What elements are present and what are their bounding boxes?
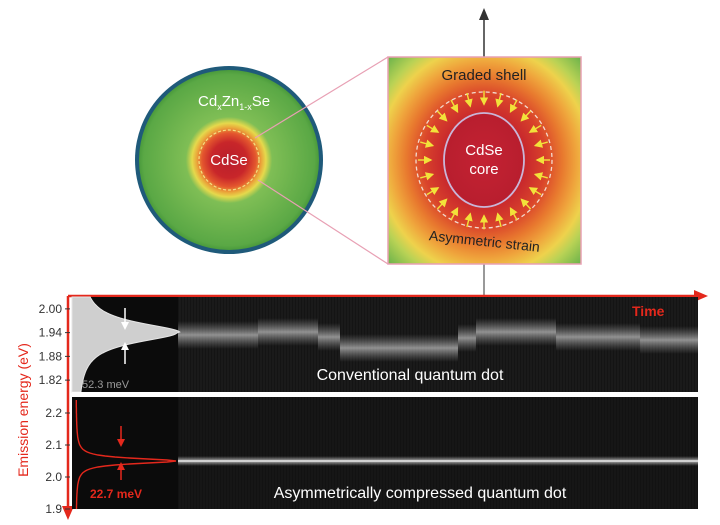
- trace-segment: [258, 318, 318, 346]
- strain-arrow: [450, 99, 459, 114]
- conventional-caption: Conventional quantum dot: [317, 367, 504, 384]
- strain-arrow: [436, 198, 448, 210]
- compressed-image: [178, 397, 698, 509]
- shell-label: CdxZn1-xSe: [198, 93, 270, 112]
- compressed-spectrum-curve: [75, 400, 177, 510]
- conventional-spectral-trace: [178, 297, 698, 392]
- strain-arrow: [436, 110, 448, 122]
- zoom-core-label-line2: core: [469, 161, 498, 178]
- time-label: Time: [632, 303, 665, 319]
- strain-arrows: [418, 90, 550, 230]
- strain-arrow: [495, 212, 504, 228]
- strain-arrow: [450, 206, 459, 221]
- conventional-fwhm-arrows: [121, 308, 129, 364]
- conventional-ticks: 2.00 1.94 1.88 1.82: [39, 302, 70, 387]
- dot-cross-section: CdxZn1-xSe CdSe: [135, 66, 323, 254]
- strain-arrow: [528, 187, 542, 196]
- tick-label: 2.00: [39, 302, 63, 316]
- trace-segment: [458, 324, 476, 352]
- spectral-panel: Emission energy (eV) 2.00 1.94 1.88 1.82 2.…: [15, 290, 708, 520]
- y-axis-label: Emission energy (eV): [15, 343, 31, 477]
- strain-arrow: [420, 172, 435, 181]
- tick-label: 1.88: [39, 349, 63, 363]
- strain-arrow: [509, 99, 518, 114]
- strain-arrow: [528, 124, 542, 133]
- upward-arrow: [479, 8, 489, 58]
- trace-segment: [476, 318, 556, 346]
- dot-core-boundary: [198, 129, 260, 191]
- strain-arrow: [426, 187, 440, 196]
- trace-segment: [640, 326, 698, 354]
- trace-segment: [178, 321, 258, 349]
- tick-label: 1.94: [39, 326, 63, 340]
- trace-segment: [556, 323, 640, 351]
- dot-body: [139, 70, 319, 250]
- trace-segment: [340, 334, 458, 362]
- strain-arrow: [509, 206, 518, 221]
- panel-divider: [72, 392, 698, 397]
- tick-label: 1.82: [39, 373, 63, 387]
- graded-shell-label: Graded shell: [441, 67, 526, 84]
- zoom-core: [443, 112, 525, 208]
- tick-label: 2.1: [45, 438, 62, 452]
- tick-label: 2.0: [45, 470, 62, 484]
- strain-arrow: [464, 92, 473, 108]
- tick-label: 1.9: [45, 502, 62, 516]
- tick-label: 2.2: [45, 406, 62, 420]
- strain-arrow: [520, 110, 532, 122]
- strain-arrow: [533, 172, 548, 181]
- compressed-linewidth: 22.7 meV: [90, 487, 142, 501]
- strain-arrow: [420, 139, 435, 148]
- strain-arrow: [426, 124, 440, 133]
- conventional-linewidth: 52.3 meV: [82, 379, 130, 391]
- compressed-fwhm-arrows: [117, 426, 125, 480]
- strain-arrow: [495, 92, 504, 108]
- trace-segment: [318, 323, 340, 351]
- strain-arrow: [520, 198, 532, 210]
- zoom-guides: [254, 56, 389, 265]
- compressed-caption: Asymmetrically compressed quantum dot: [274, 485, 567, 502]
- strain-arrow: [533, 139, 548, 148]
- zoom-core-label-line1: CdSe: [465, 142, 503, 159]
- strain-arrow: [464, 212, 473, 228]
- compressed-spectral-trace: [178, 397, 698, 509]
- zoom-panel: Graded shell CdSe core Asymmetric strain: [387, 56, 582, 265]
- core-label: CdSe: [210, 152, 248, 169]
- compressed-ticks: 2.2 2.1 2.0 1.9: [45, 406, 70, 516]
